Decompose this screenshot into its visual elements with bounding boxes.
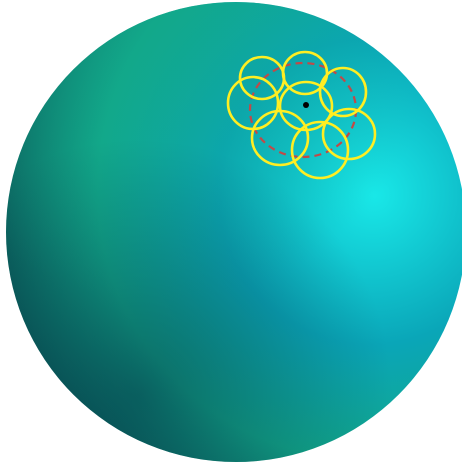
center-point [303, 102, 309, 108]
